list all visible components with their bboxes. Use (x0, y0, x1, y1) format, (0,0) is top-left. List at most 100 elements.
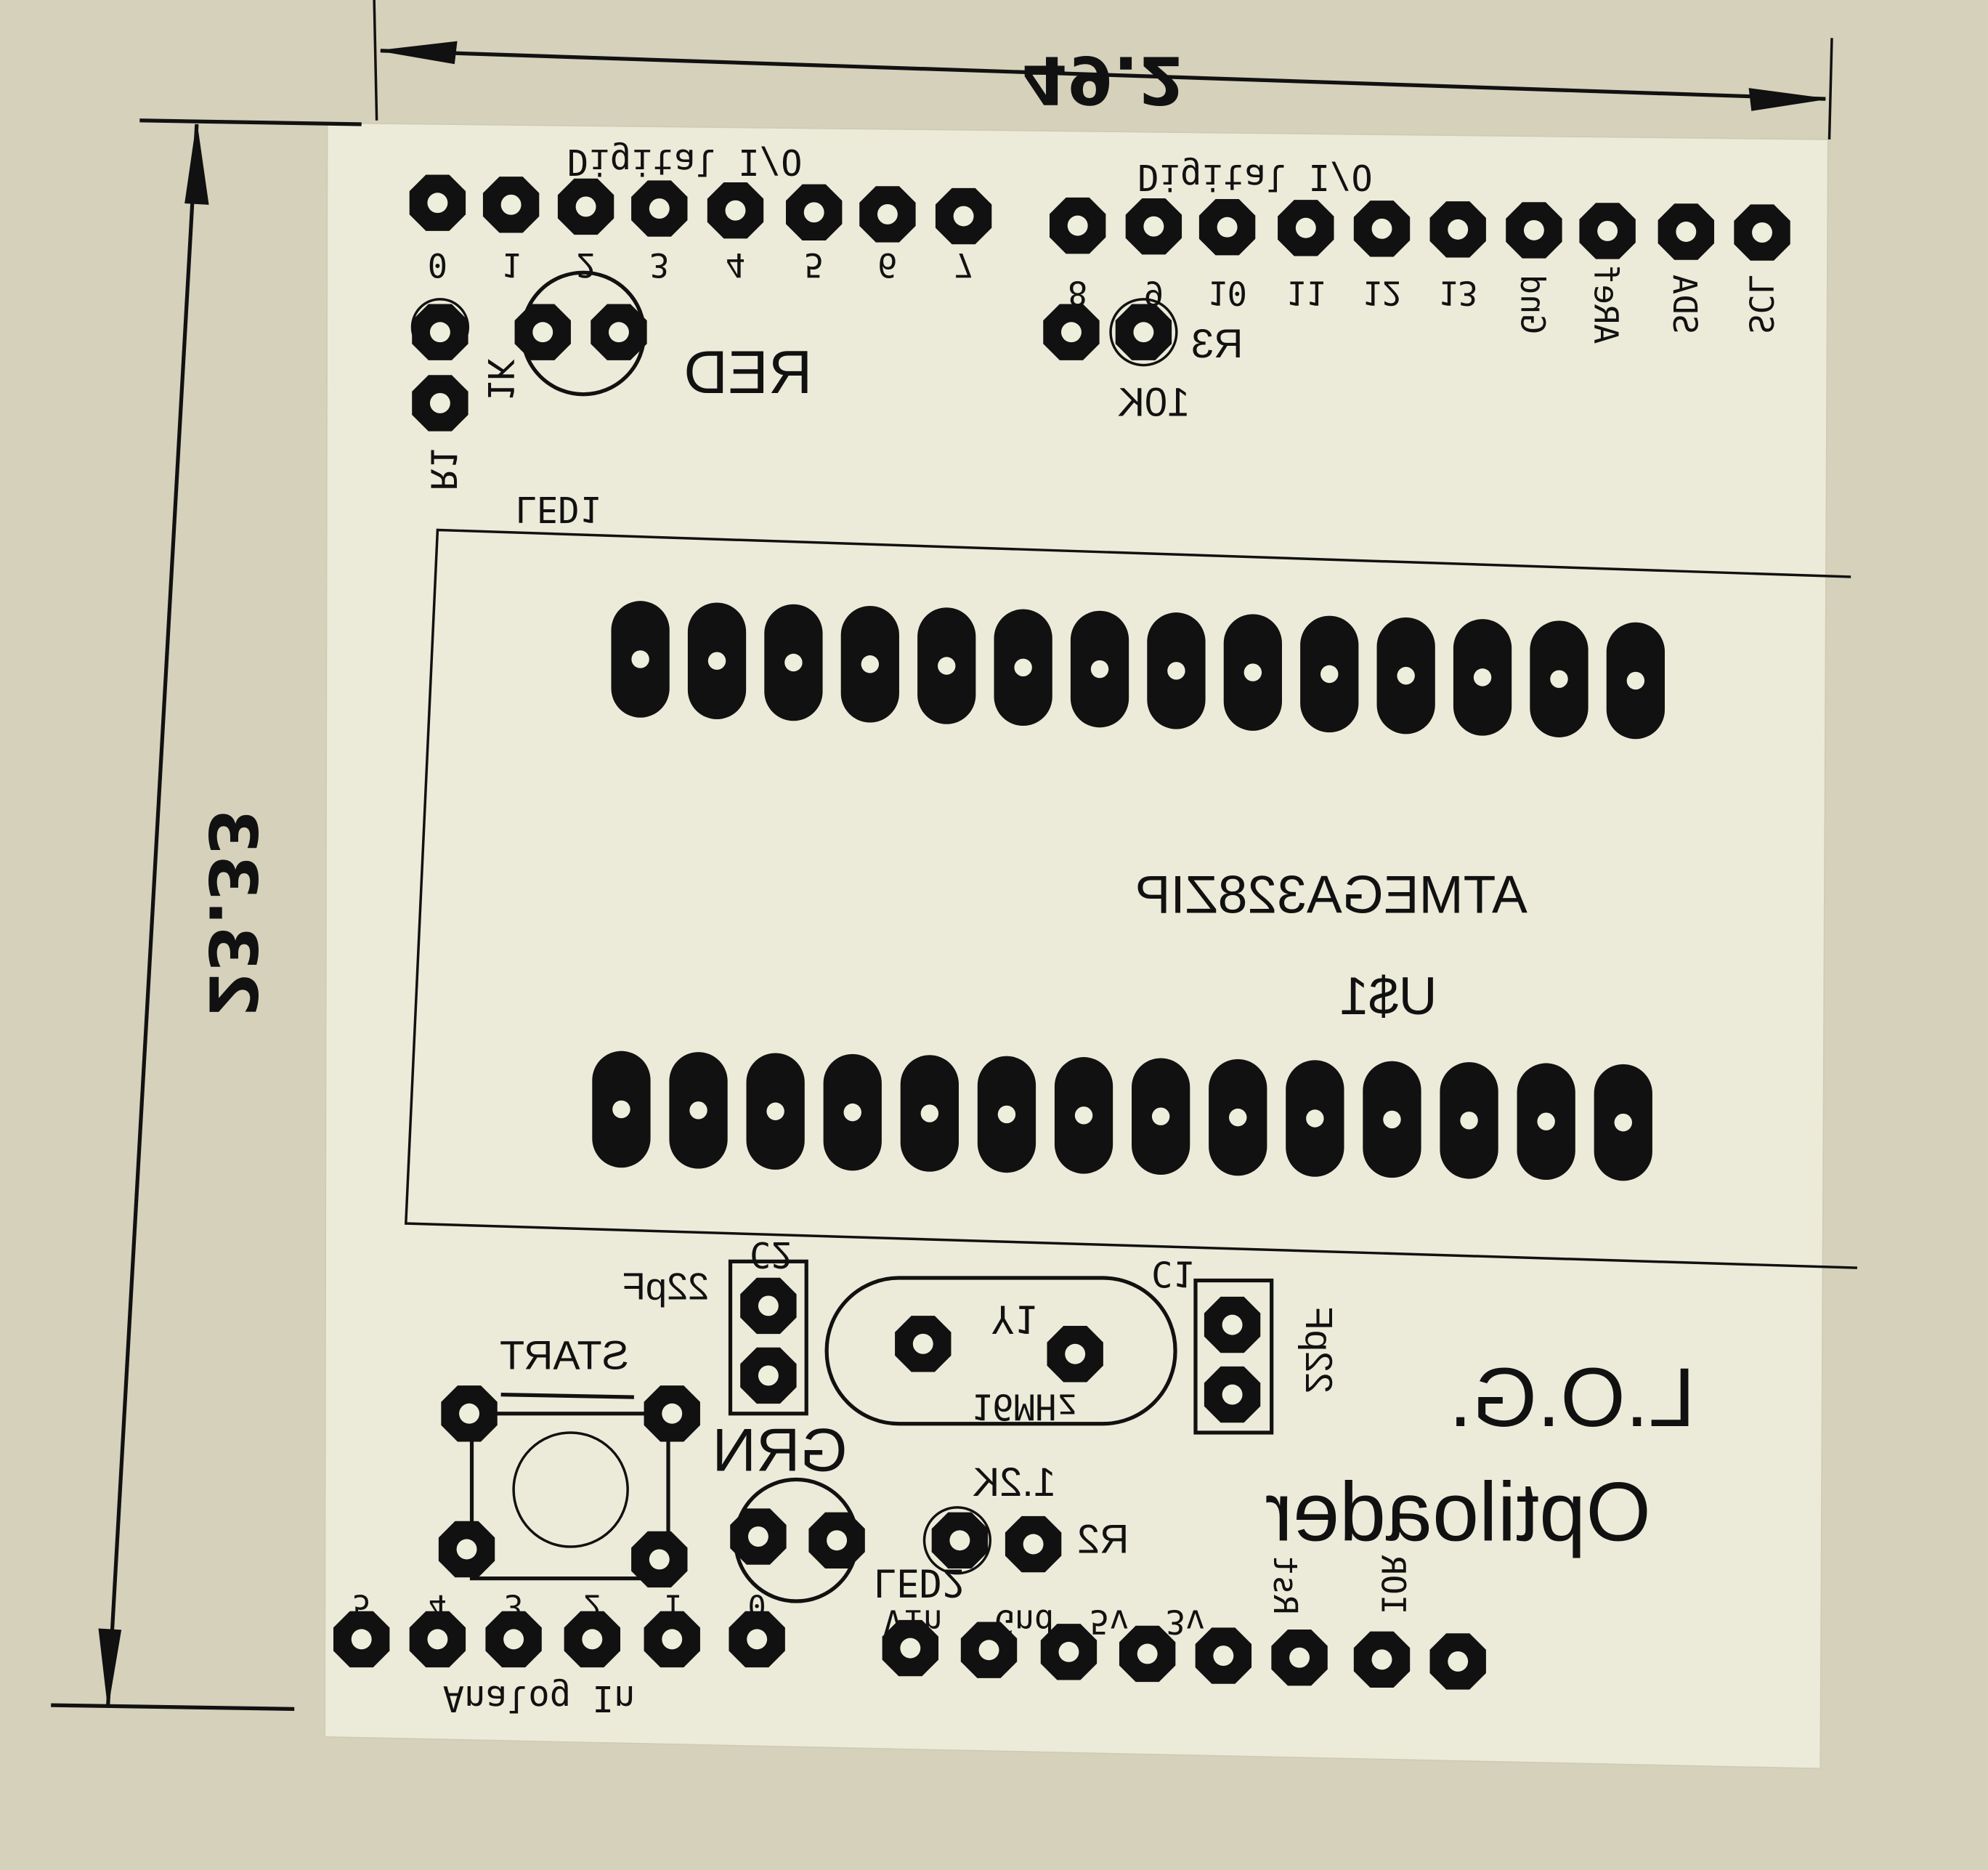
c1-pad-a-hole (1222, 1314, 1243, 1335)
led2-pad-a-hole (747, 1526, 768, 1547)
r3-name-label-group: R3 (1191, 320, 1243, 366)
header-pad-12-hole (1371, 218, 1392, 239)
led1-name-label: LED1 (515, 488, 601, 530)
power-label-Rst: Rst (1266, 1555, 1305, 1614)
analog-label-3-group: 3 (505, 1587, 523, 1623)
pin-label-ARef-group: ARef (1587, 264, 1626, 344)
pin-label-1-group: 1 (501, 246, 521, 284)
chip-name-label: U$1 (1339, 966, 1437, 1026)
logo-line1: L.O.G. (1449, 1351, 1695, 1444)
c2-value-label: 22pF (622, 1266, 709, 1308)
c1-name-label-group: C1 (1151, 1252, 1194, 1294)
header-pad-SCL-hole (1752, 222, 1772, 243)
r1-pad-b-hole (429, 392, 450, 413)
crystal-pad-a-hole (912, 1333, 933, 1354)
r2-name-label-group: R2 (1077, 1516, 1129, 1562)
pin-label-10: 10 (1207, 273, 1247, 312)
chip-pin-bottom-hole (997, 1105, 1016, 1124)
chip-pin-top-hole (1014, 658, 1032, 677)
pin-label-SDA-group: SDA (1666, 275, 1704, 334)
digital-io-title-right-group: Digital I/O (1137, 156, 1373, 198)
power-label-Rst-group: Rst (1266, 1555, 1305, 1614)
led1-pad-b-hole (608, 322, 629, 343)
header-pad-Gnd-hole (1523, 219, 1544, 240)
pin-label-13-group: 13 (1438, 273, 1478, 312)
header-pad-8-hole (1067, 215, 1088, 236)
header-pad-9-hole (1143, 216, 1164, 237)
button-cap (512, 1431, 629, 1548)
digital-io-title-left: Digital I/O (567, 141, 803, 182)
power-label-3v-group: 3v (1166, 1602, 1206, 1640)
c1-outline (1193, 1278, 1274, 1435)
crystal-name-label-group: Y1 (991, 1296, 1037, 1340)
chip-pin-top-hole (784, 653, 803, 672)
dim-arrow-bottom (98, 1628, 122, 1706)
power-label-Vin: Vin (883, 1602, 943, 1640)
dim-line-width (380, 49, 1826, 101)
power-pad-hole (1371, 1649, 1392, 1670)
pin-label-ARef: ARef (1587, 264, 1626, 344)
analog-label-0-group: 0 (748, 1587, 766, 1623)
pin-label-11: 11 (1286, 273, 1326, 312)
r3-outline (1109, 298, 1178, 367)
chip-pin-top-hole (938, 657, 956, 675)
r2-pad-b-hole (1023, 1534, 1044, 1555)
r1-name-label-group: R1 (423, 448, 464, 490)
led1-color-label-group: RED (684, 338, 813, 406)
chip-pin-bottom-hole (766, 1102, 784, 1120)
button-top-line (500, 1392, 634, 1399)
chip-pin-top-hole (1626, 671, 1645, 690)
pin-label-6: 6 (877, 246, 897, 284)
analog-label-4-group: 4 (429, 1587, 447, 1623)
power-label-IOR-group: IOR (1374, 1555, 1412, 1615)
chip-pin-bottom-hole (689, 1101, 707, 1120)
power-label-Gnd-group: Gnd (994, 1602, 1054, 1640)
pin-label-5-group: 5 (804, 246, 824, 284)
led1-color-label: RED (684, 338, 813, 406)
pin-label-0-group: 0 (428, 246, 447, 284)
dim-arrow-left (380, 41, 458, 65)
chip-pin-top-hole (1473, 668, 1492, 687)
chip-pin-top-hole (861, 655, 880, 673)
analog-label-5-group: 5 (352, 1587, 370, 1623)
header-pad-0-hole (427, 193, 448, 214)
dim-height-label-group: 23.33 (193, 809, 269, 1017)
pin-label-12-group: 12 (1362, 273, 1402, 312)
chip-pin-top-hole (1397, 666, 1415, 685)
power-pad-hole (978, 1640, 999, 1661)
button-body (469, 1412, 670, 1581)
logo-line2: Optiloader (1265, 1465, 1651, 1558)
crystal-name-label: Y1 (991, 1296, 1037, 1340)
board-sheet (324, 122, 1829, 1770)
c2-pad-a-hole (758, 1295, 779, 1316)
pin-label-11-group: 11 (1286, 273, 1326, 312)
analog-pad-5-hole (351, 1629, 372, 1650)
button-label-group: START (500, 1332, 629, 1378)
dim-arrow-right (1748, 88, 1826, 111)
pin-label-6-group: 6 (877, 246, 897, 284)
pin-label-7: 7 (954, 246, 973, 284)
header-pad-SDA-hole (1676, 222, 1697, 242)
chip-pin-bottom-hole (920, 1104, 939, 1122)
pin-label-SCL: SCL (1742, 275, 1780, 334)
analog-label-5: 5 (352, 1587, 370, 1623)
header-pad-11-hole (1295, 217, 1316, 238)
pin-label-4-group: 4 (726, 246, 745, 284)
header-pad-7-hole (953, 206, 974, 227)
header-pad-ARef-hole (1597, 220, 1618, 241)
chip-pin-top-hole (1090, 660, 1109, 679)
header-pad-2-hole (575, 196, 596, 217)
crystal-value-label: 16MHz (971, 1386, 1078, 1428)
logo-line1-group: L.O.G. (1449, 1351, 1695, 1444)
r3-value-label: 10K (1118, 379, 1190, 424)
dim-width-label: 49.2 (1022, 41, 1185, 118)
c1-value-label-group: 22pF (1297, 1307, 1339, 1393)
analog-pad-4-hole (427, 1629, 448, 1650)
c1-value-label: 22pF (1297, 1307, 1339, 1393)
chip-pin-bottom-hole (1306, 1109, 1324, 1128)
c1-name-label: C1 (1151, 1252, 1194, 1294)
pin-label-12: 12 (1362, 273, 1402, 312)
chip-outline (404, 528, 1857, 1269)
crystal-value-label-group: 16MHz (971, 1386, 1078, 1428)
